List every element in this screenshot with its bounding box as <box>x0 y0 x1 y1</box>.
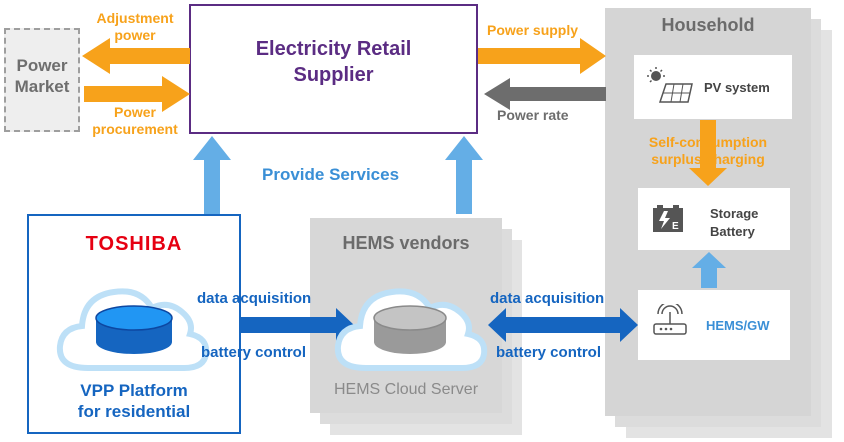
adjustment-power-arrow <box>82 38 190 74</box>
power-market-label-1: Power <box>16 56 68 75</box>
retail-supplier-title-1: Electricity Retail <box>255 38 412 60</box>
power-market-label-2: Market <box>14 77 70 96</box>
power-market-box <box>4 28 80 132</box>
storage-battery-label-1: Storage <box>710 206 759 221</box>
hems-cloud-server-label: HEMS Cloud Server <box>333 381 479 398</box>
hems-up-arrow <box>445 136 483 214</box>
vpp-platform-label-2: for residential <box>77 402 191 421</box>
left-battery-control-label: battery control <box>201 344 307 361</box>
retail-supplier-box <box>189 4 478 134</box>
pv-system-label: PV system <box>704 80 770 95</box>
left-data-acquisition-label: data acquisition <box>197 290 312 307</box>
power-rate-label: Power rate <box>497 107 569 123</box>
hems-gw-label: HEMS/GW <box>706 318 770 333</box>
power-procurement-arrow <box>84 76 190 112</box>
solar-panel-icon <box>647 67 693 103</box>
power-procurement-label-1: Power <box>113 104 156 120</box>
power-rate-arrow <box>484 78 606 110</box>
pv-system-box <box>634 55 792 119</box>
svg-text:E: E <box>672 221 679 232</box>
hems-gw-link-arrow <box>488 308 638 342</box>
self-consumption-label-1: Self-consumption <box>648 134 768 150</box>
power-procurement-label-2: procurement <box>92 121 178 137</box>
retail-supplier-title-2: Supplier <box>293 64 374 86</box>
vpp-cloud-icon <box>56 288 210 371</box>
right-battery-control-label: battery control <box>496 344 602 361</box>
self-consumption-arrow <box>689 120 727 186</box>
router-icon <box>653 304 687 335</box>
hems-cloud-icon <box>334 288 488 371</box>
power-supply-label: Power supply <box>487 22 579 38</box>
battery-icon: E <box>653 205 683 232</box>
household-title: Household <box>661 15 755 35</box>
self-consumption-label-2: surplus charging <box>651 151 765 167</box>
vpp-platform-label-1: VPP Platform <box>80 381 188 400</box>
storage-battery-label-2: Battery <box>710 224 755 239</box>
power-supply-arrow <box>478 38 606 74</box>
right-data-acquisition-label: data acquisition <box>490 290 605 307</box>
toshiba-logo: TOSHIBA <box>85 233 183 255</box>
provide-services-label: Provide Services <box>262 165 400 184</box>
hems-gw-box <box>638 290 790 360</box>
adjustment-power-label-1: Adjustment <box>96 10 174 26</box>
gw-to-battery-arrow <box>692 252 726 288</box>
toshiba-hems-link-arrow <box>196 308 354 342</box>
adjustment-power-label-2: power <box>114 27 156 43</box>
hems-vendors-title: HEMS vendors <box>342 233 470 253</box>
toshiba-up-arrow <box>193 136 231 214</box>
